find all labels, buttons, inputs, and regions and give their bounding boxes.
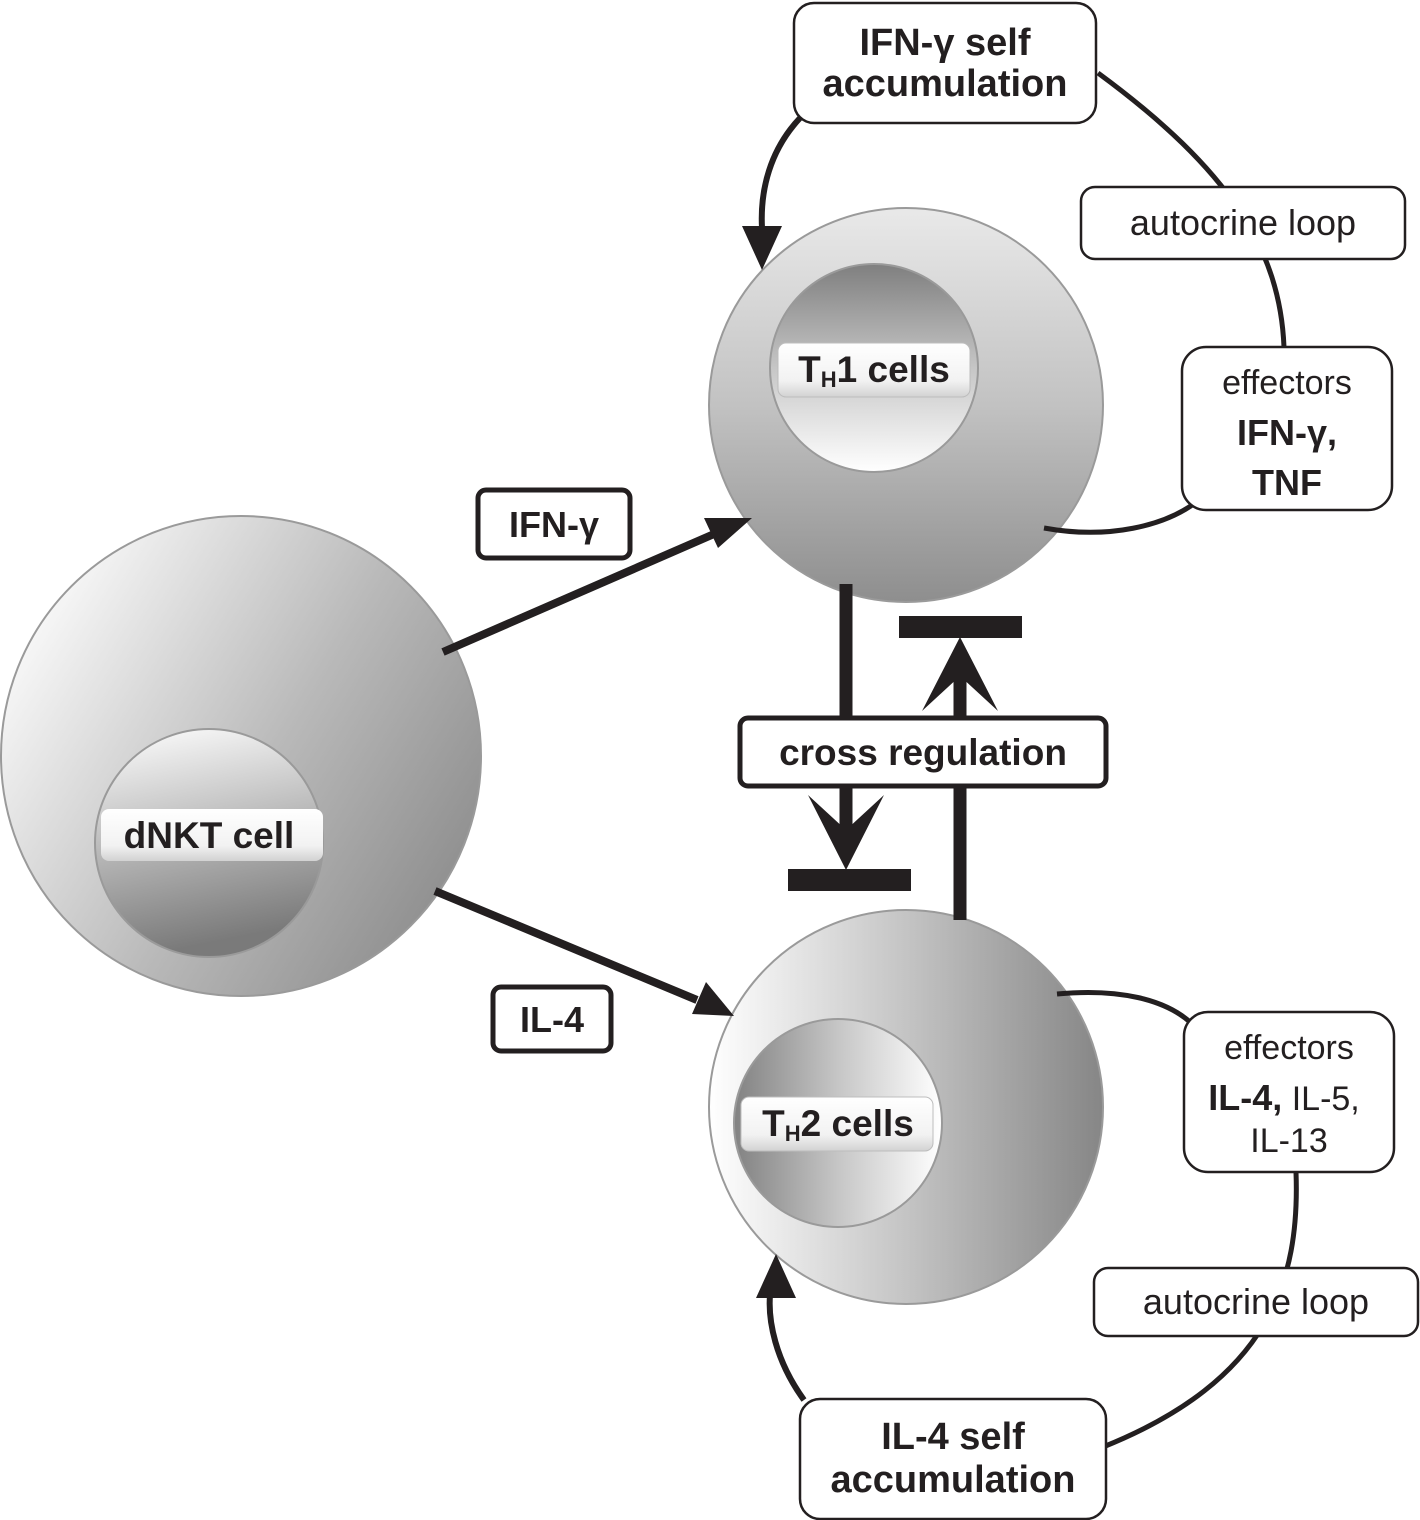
arrow-dnkt-to-th1 xyxy=(441,518,752,656)
cross-regulation-label-box: cross regulation xyxy=(737,715,1109,789)
th2-autocrine-loop: IL-4 self accumulation autocrine loop ef… xyxy=(756,989,1420,1520)
ifn-gamma-label-box: IFN-γ xyxy=(475,487,633,561)
th1-effectors-tnf: TNF xyxy=(1252,462,1322,503)
th1-effectors-ifn: IFN-γ, xyxy=(1237,412,1337,453)
th2-cell: TH2 cells xyxy=(708,909,1104,1305)
th2-cell-label: TH2 cells xyxy=(762,1103,914,1146)
th2-effectors-title: effectors xyxy=(1224,1029,1354,1067)
th2-effectors-line2: IL-13 xyxy=(1250,1122,1328,1160)
th1-self-accumulation-line2: accumulation xyxy=(823,63,1068,105)
dnkt-cell: dNKT cell xyxy=(0,515,482,997)
il4-label-box: IL-4 xyxy=(490,984,614,1054)
th2-self-accumulation-line1: IL-4 self xyxy=(881,1416,1025,1458)
th2-autocrine-loop-label: autocrine loop xyxy=(1143,1281,1369,1322)
cross-regulation-label: cross regulation xyxy=(779,732,1067,773)
arrow-dnkt-to-th2 xyxy=(433,887,734,1016)
th1-cell: TH1 cells xyxy=(708,207,1104,603)
il4-label: IL-4 xyxy=(520,999,584,1040)
dnkt-cell-label: dNKT cell xyxy=(124,815,295,856)
th2-effectors-line1: IL-4, IL-5, xyxy=(1208,1077,1360,1118)
th1-autocrine-loop: IFN-γ self accumulation autocrine loop e… xyxy=(742,1,1407,535)
ifn-gamma-label: IFN-γ xyxy=(509,504,599,545)
inhibition-th1-to-th2 xyxy=(788,584,911,891)
th1-effectors-title: effectors xyxy=(1222,364,1352,402)
th1-cell-label: TH1 cells xyxy=(798,349,950,392)
th1-self-accumulation-line1: IFN-γ self xyxy=(859,22,1030,64)
th2-self-accumulation-line2: accumulation xyxy=(831,1459,1076,1501)
th1-autocrine-loop-label: autocrine loop xyxy=(1130,202,1356,243)
